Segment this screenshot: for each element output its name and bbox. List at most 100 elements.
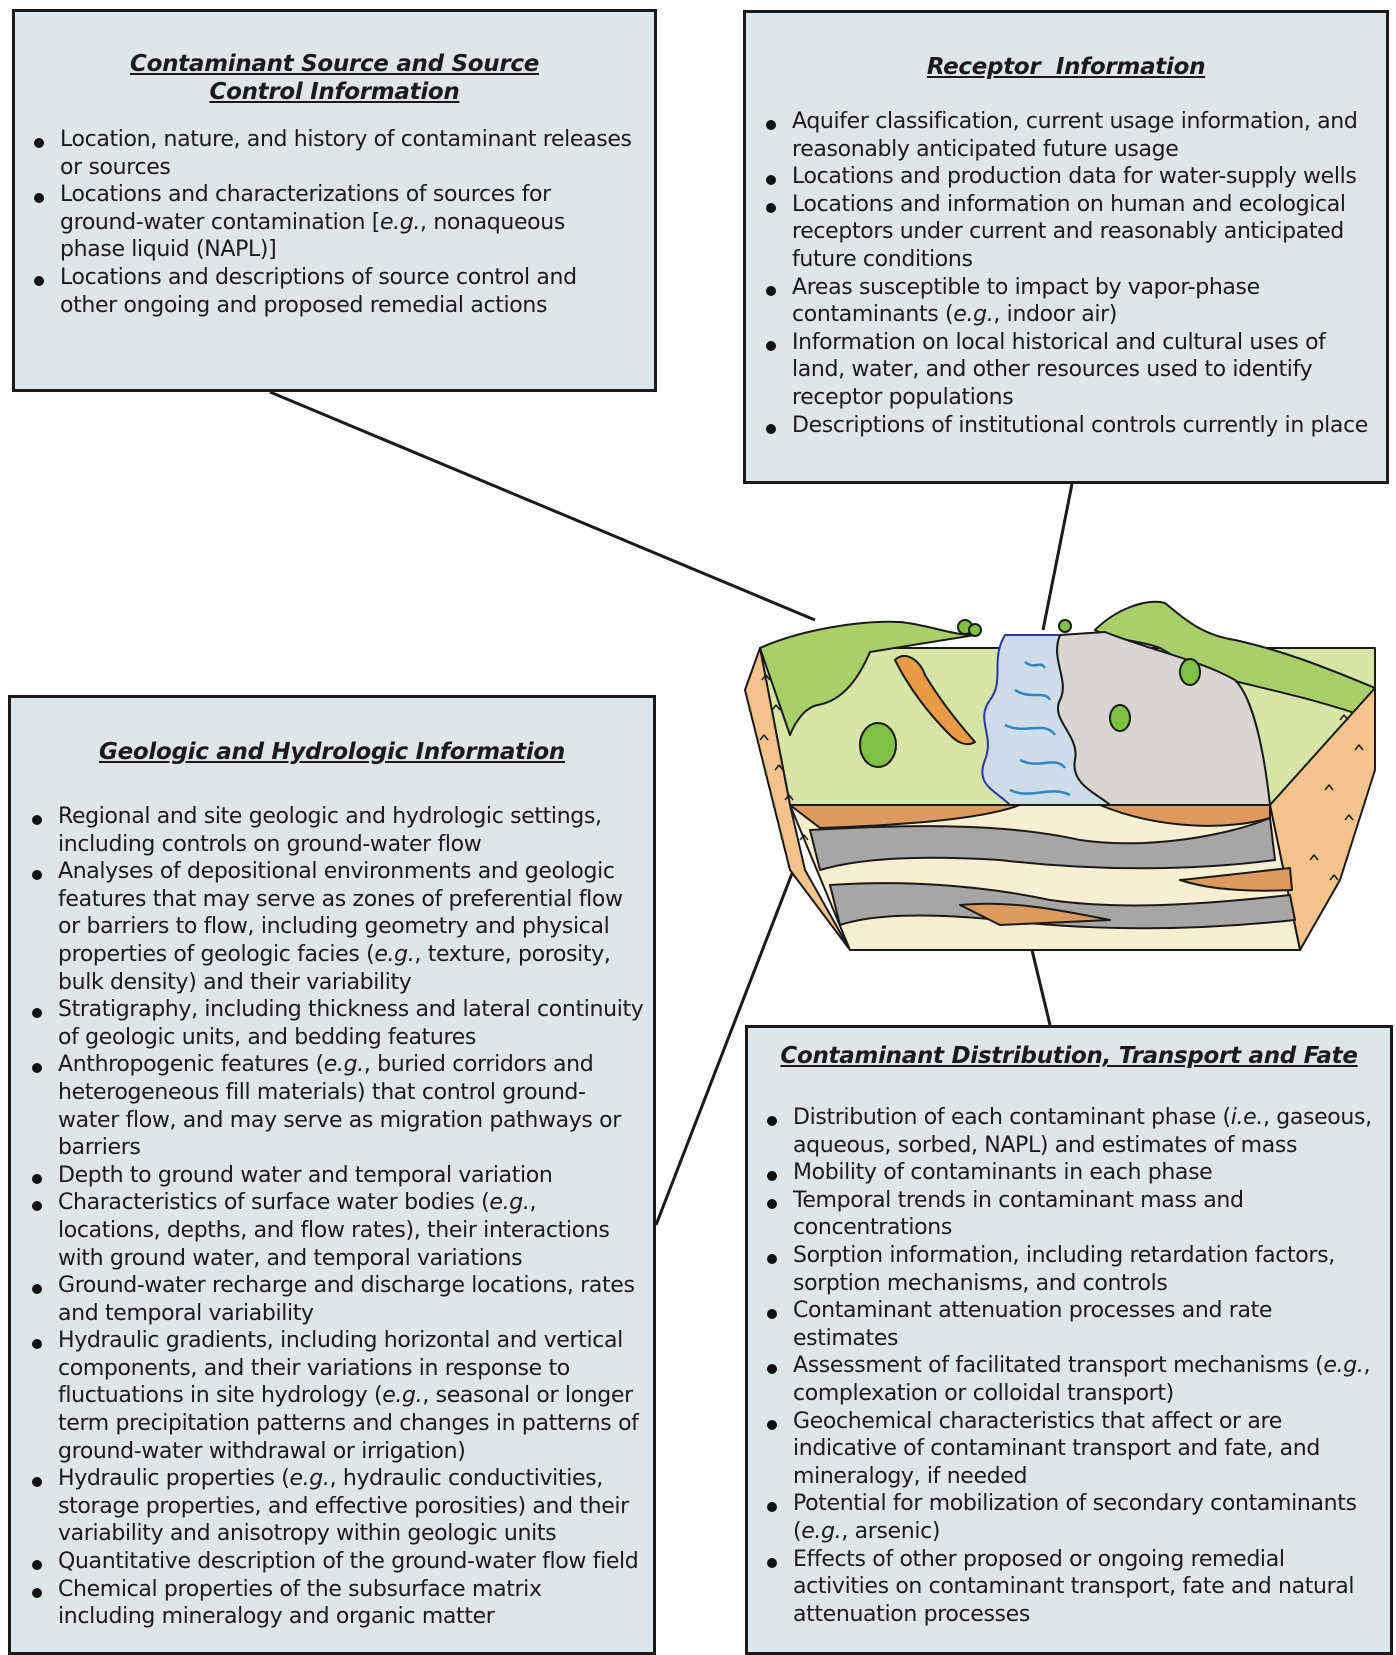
gravel-bank xyxy=(1056,631,1271,806)
sediment-layers xyxy=(789,804,1296,930)
bullet-text: Stratigraphy, including thickness and la… xyxy=(58,997,644,1050)
source-title-line1: Contaminant Source and Source xyxy=(130,51,539,77)
bullet-item: Regional and site geologic and hydrologi… xyxy=(32,803,645,858)
receptor-panel-title: Receptor Information xyxy=(926,54,1206,80)
bullet-text: , complexation or colloidal transport) xyxy=(793,1353,1371,1406)
bullet-item: Contaminant attenuation processes and ra… xyxy=(767,1297,1382,1352)
connector-distribution xyxy=(1030,949,1052,1026)
bullet-text: Location, nature, and history of contami… xyxy=(60,127,632,180)
bullet-text: Depth to ground water and temporal varia… xyxy=(58,1162,553,1188)
bullet-icon xyxy=(32,1201,42,1212)
bullet-text: Ground-water recharge and discharge loca… xyxy=(58,1273,635,1326)
bullet-text-italic: i.e. xyxy=(1230,1105,1264,1130)
bullet-item: Depth to ground water and temporal varia… xyxy=(32,1162,645,1190)
contaminant-distribution-panel: Contaminant Distribution, Transport and … xyxy=(745,1025,1393,1655)
bullet-icon xyxy=(32,1284,42,1295)
bullet-text: , gaseous, aqueous, sorbed, NAPL) and es… xyxy=(793,1105,1372,1158)
contaminant-plume xyxy=(894,655,976,746)
bullet-icon xyxy=(766,423,776,434)
bullet-icon xyxy=(767,1502,777,1513)
bullet-icon xyxy=(767,1309,777,1320)
bullet-text: Areas susceptible to impact by vapor-pha… xyxy=(792,274,1260,328)
bullet-item: Potential for mobilization of secondary … xyxy=(767,1490,1382,1545)
bullet-icon xyxy=(32,1560,42,1571)
bullet-icon xyxy=(767,1116,777,1126)
bullet-text: Distribution of each contaminant phase ( xyxy=(793,1105,1231,1130)
receptor-bullet-list: Aquifer classification, current usage in… xyxy=(746,81,1386,439)
bullet-text: Assessment of facilitated transport mech… xyxy=(793,1353,1324,1379)
bullet-text: Sorption information, including retardat… xyxy=(793,1242,1335,1296)
distribution-bullet-list: Distribution of each contaminant phase (… xyxy=(748,1070,1390,1628)
bullet-item: Geochemical characteristics that affect … xyxy=(767,1408,1382,1491)
bullet-icon xyxy=(767,1419,777,1430)
bullet-text: Hydraulic properties ( xyxy=(58,1466,290,1492)
bullet-text: Hydraulic gradients, including horizonta… xyxy=(58,1328,623,1409)
bullet-text: , indoor air) xyxy=(993,302,1118,328)
geologic-bullet-list: Regional and site geologic and hydrologi… xyxy=(11,766,653,1631)
right-side-face xyxy=(1269,687,1376,951)
bullet-text: Locations and production data for water-… xyxy=(792,164,1357,190)
tree-icon xyxy=(859,722,897,768)
bullet-icon xyxy=(32,1063,42,1074)
bullet-item: Sorption information, including retardat… xyxy=(767,1242,1382,1297)
receptor-panel: Receptor Information Aquifer classificat… xyxy=(743,10,1389,484)
bullet-text: , texture, porosity, bulk density) and t… xyxy=(58,941,611,995)
bullet-item: Quantitative description of the ground-w… xyxy=(32,1548,645,1576)
contaminant-source-panel: Contaminant Source and Source Control In… xyxy=(12,9,657,392)
bullet-text: , locations, depths, and flow rates), th… xyxy=(58,1190,610,1271)
bullet-icon xyxy=(766,120,776,130)
bullet-item: Effects of other proposed or ongoing rem… xyxy=(767,1546,1382,1629)
bullet-icon xyxy=(767,1557,777,1568)
bullet-item: Descriptions of institutional controls c… xyxy=(766,412,1378,440)
bullet-item: Hydraulic properties (e.g., hydraulic co… xyxy=(32,1465,645,1548)
bullet-item: Assessment of facilitated transport mech… xyxy=(767,1352,1382,1407)
rock-marks xyxy=(759,674,1364,881)
bullet-item: Chemical properties of the subsurface ma… xyxy=(32,1576,645,1631)
bullet-item: Anthropogenic features (e.g., buried cor… xyxy=(32,1051,645,1161)
bullet-text: , buried corridors and heterogeneous fil… xyxy=(58,1052,621,1161)
bullet-text: Contaminant attenuation processes and ra… xyxy=(793,1298,1273,1351)
bullet-text-italic: e.g. xyxy=(289,1466,330,1492)
bullet-item: Analyses of depositional environments an… xyxy=(32,858,645,996)
bullet-text-italic: e.g. xyxy=(382,1383,423,1409)
connector-geologic xyxy=(654,857,800,1226)
bullet-icon xyxy=(767,1364,777,1375)
bullet-icon xyxy=(766,175,776,186)
bullet-icon xyxy=(767,1198,777,1209)
bullet-icon xyxy=(767,1171,777,1182)
bullet-text: Geochemical characteristics that affect … xyxy=(793,1408,1320,1489)
bullet-icon xyxy=(32,815,42,825)
bullet-item: Locations and information on human and e… xyxy=(766,191,1378,274)
geologic-hydrologic-panel: Geologic and Hydrologic Information Regi… xyxy=(8,695,656,1655)
site-block-diagram xyxy=(744,600,1376,951)
river-flow-lines xyxy=(1004,660,1071,797)
bullet-text: Information on local historical and cult… xyxy=(792,329,1326,410)
bullet-text: Characteristics of surface water bodies … xyxy=(58,1190,490,1216)
tree-icon xyxy=(1058,619,1072,633)
bullet-item: Information on local historical and cult… xyxy=(766,329,1378,412)
bullet-icon xyxy=(32,1587,42,1598)
bullet-text: Temporal trends in contaminant mass and … xyxy=(793,1187,1244,1241)
connector-receptor xyxy=(1041,483,1074,631)
bullet-text-italic: e.g. xyxy=(1323,1353,1364,1379)
bullet-icon xyxy=(766,285,776,296)
bullet-icon xyxy=(32,1477,42,1488)
bullet-text: , hydraulic conductivities, storage prop… xyxy=(58,1466,629,1547)
distribution-panel-title: Contaminant Distribution, Transport and … xyxy=(780,1043,1358,1069)
bullet-text: Descriptions of institutional controls c… xyxy=(792,412,1368,438)
bullet-text: , seasonal or longer term precipitation … xyxy=(58,1383,639,1464)
tree-icon xyxy=(968,623,982,637)
bullet-text-italic: e.g. xyxy=(374,941,415,967)
bullet-text: Locations and descriptions of source con… xyxy=(60,264,577,318)
bullet-text-italic: e.g. xyxy=(379,209,421,235)
bullet-text: Mobility of contaminants in each phase xyxy=(793,1160,1213,1186)
trees xyxy=(859,619,1201,768)
tree-icon xyxy=(1179,658,1201,686)
bullet-text: Quantitative description of the ground-w… xyxy=(58,1549,639,1575)
bullet-icon xyxy=(767,1253,777,1264)
bullet-item: Aquifer classification, current usage in… xyxy=(766,108,1378,163)
bullet-item: Locations and characterizations of sourc… xyxy=(34,181,634,264)
bullet-text: Anthropogenic features ( xyxy=(58,1052,324,1078)
bullet-icon xyxy=(766,340,776,351)
